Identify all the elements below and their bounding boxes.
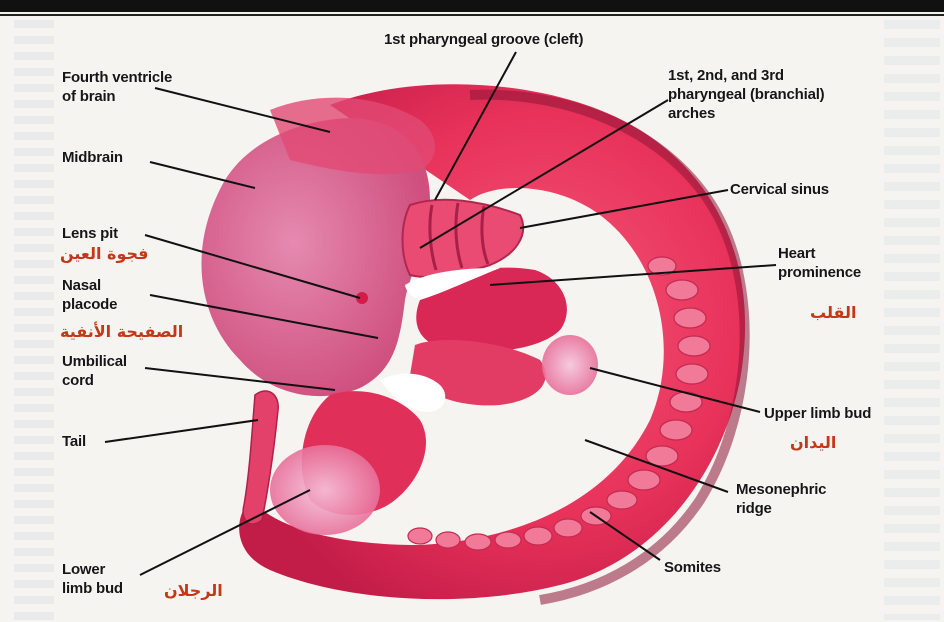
label-nasal-placode: Nasal placode	[62, 276, 117, 314]
label-umbilical-cord: Umbilical cord	[62, 352, 127, 390]
label-tail: Tail	[62, 432, 86, 451]
label-lower-limb-bud-arabic: الرجلان	[164, 582, 223, 600]
label-heart-prominence-arabic: القلب	[810, 304, 856, 322]
label-somites: Somites	[664, 558, 721, 577]
lower-limb-bud	[270, 445, 380, 535]
label-heart-prominence: Heart prominence	[778, 244, 861, 282]
label-cervical-sinus: Cervical sinus	[730, 180, 829, 199]
label-nasal-placode-arabic: الصفيحة الأنفية	[60, 323, 183, 341]
label-pharyngeal-arches: 1st, 2nd, and 3rd pharyngeal (branchial)…	[668, 66, 824, 123]
pharyngeal-arches	[403, 200, 524, 277]
label-lens-pit-arabic: فجوة العين	[60, 245, 149, 263]
label-lower-limb-bud: Lower limb bud	[62, 560, 123, 598]
label-upper-limb-bud-arabic: اليدان	[790, 434, 836, 452]
label-fourth-ventricle: Fourth ventricle of brain	[62, 68, 172, 106]
label-pharyngeal-groove: 1st pharyngeal groove (cleft)	[384, 30, 583, 49]
upper-limb-bud	[542, 335, 598, 395]
label-mesonephric-ridge: Mesonephric ridge	[736, 480, 826, 518]
label-lens-pit: Lens pit	[62, 224, 118, 243]
label-upper-limb-bud: Upper limb bud	[764, 404, 871, 423]
label-midbrain: Midbrain	[62, 148, 123, 167]
